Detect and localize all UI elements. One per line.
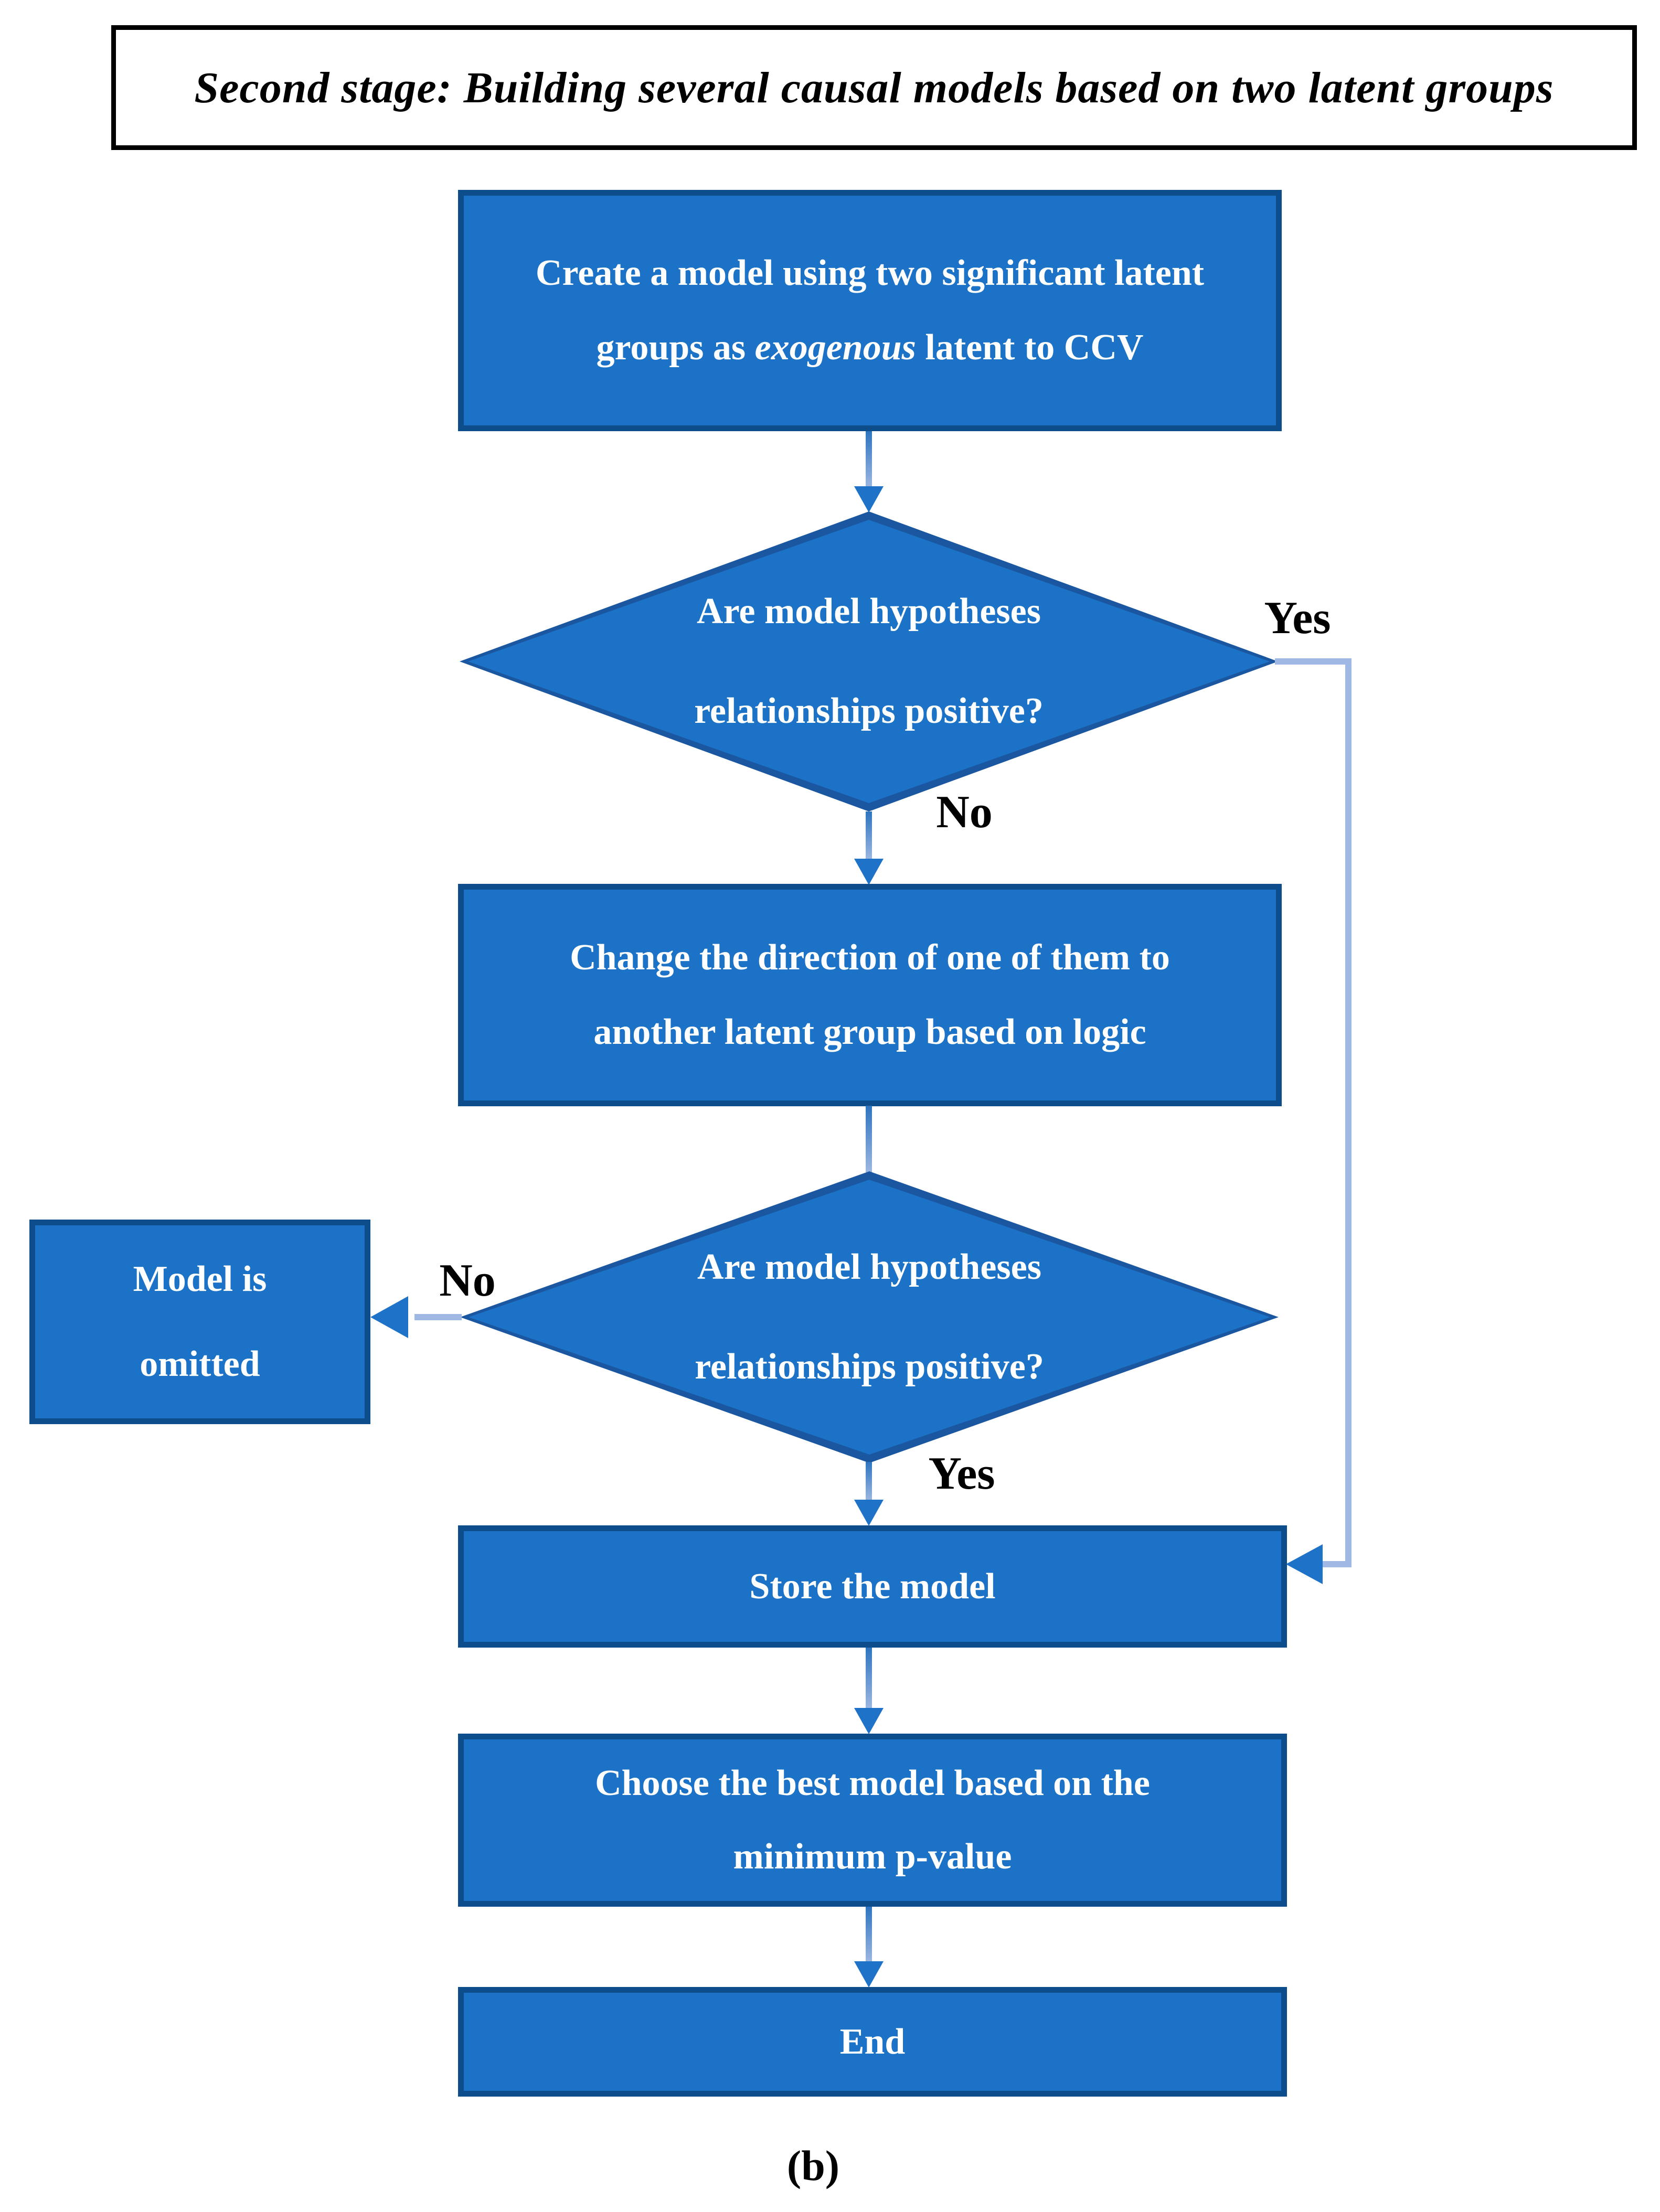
title-box: Second stage: Building several causal mo…	[111, 25, 1637, 150]
figure-caption: (b)	[786, 2142, 840, 2189]
arrowhead-left-store-icon	[1286, 1544, 1323, 1584]
process-model-omitted-line1: Model is	[133, 1259, 267, 1299]
decision2-line2: relationships positive?	[695, 1347, 1044, 1387]
process-end: End	[458, 1987, 1287, 2097]
connector-yes-horizontal	[1275, 658, 1352, 665]
process-change-direction-line1: Change the direction of one of them to	[570, 937, 1170, 978]
connector-decision2-to-store	[866, 1462, 872, 1501]
arrowhead-down-store-icon	[854, 1500, 884, 1526]
connector-create-to-decision1	[866, 431, 872, 488]
process-create-model-line1: Create a model using two significant lat…	[535, 253, 1205, 293]
process-store-model-label: Store the model	[749, 1566, 996, 1607]
decision-diamond-1: Are model hypotheses relationships posit…	[460, 511, 1278, 811]
connector-decision1-to-change	[866, 811, 872, 860]
connector-choose-to-end	[866, 1907, 872, 1962]
connector-change-to-decision2	[866, 1106, 872, 1172]
label-no-decision1: No	[936, 787, 993, 838]
process-create-model: Create a model using two significant lat…	[458, 190, 1282, 431]
decision-diamond-2: Are model hypotheses relationships posit…	[460, 1171, 1279, 1463]
decision1-line1: Are model hypotheses	[697, 591, 1041, 632]
label-yes-decision1: Yes	[1264, 593, 1331, 644]
connector-yes-into-store	[1322, 1561, 1348, 1567]
connector-yes-vertical	[1345, 658, 1352, 1567]
process-choose-best-line2: minimum p-value	[733, 1836, 1012, 1877]
process-choose-best-line1: Choose the best model based on the	[595, 1763, 1150, 1803]
decision1-line2: relationships positive?	[694, 691, 1044, 731]
arrowhead-down-change-icon	[854, 859, 884, 885]
arrowhead-down-decision1-icon	[854, 486, 884, 512]
arrowhead-left-omitted-icon	[370, 1296, 408, 1338]
connector-no-to-omitted	[414, 1314, 462, 1320]
process-end-label: End	[839, 2021, 906, 2062]
label-yes-decision2: Yes	[928, 1448, 995, 1499]
process-choose-best: Choose the best model based on the minim…	[458, 1734, 1287, 1907]
process-change-direction-line2: another latent group based on logic	[593, 1012, 1146, 1052]
title-text: Second stage: Building several causal mo…	[194, 63, 1554, 112]
process-model-omitted-line2: omitted	[140, 1344, 260, 1384]
process-change-direction: Change the direction of one of them to a…	[458, 884, 1282, 1106]
exogenous-italic-word: exogenous	[754, 327, 916, 368]
process-store-model: Store the model	[458, 1525, 1287, 1648]
label-no-decision2: No	[439, 1255, 496, 1306]
process-model-omitted: Model is omitted	[29, 1220, 370, 1424]
process-create-model-line2: groups as exogenous latent to CCV	[596, 327, 1144, 368]
arrowhead-down-end-icon	[854, 1961, 884, 1987]
decision2-line1: Are model hypotheses	[697, 1247, 1041, 1287]
connector-store-to-choose	[866, 1648, 872, 1709]
arrowhead-down-choose-icon	[854, 1708, 884, 1734]
